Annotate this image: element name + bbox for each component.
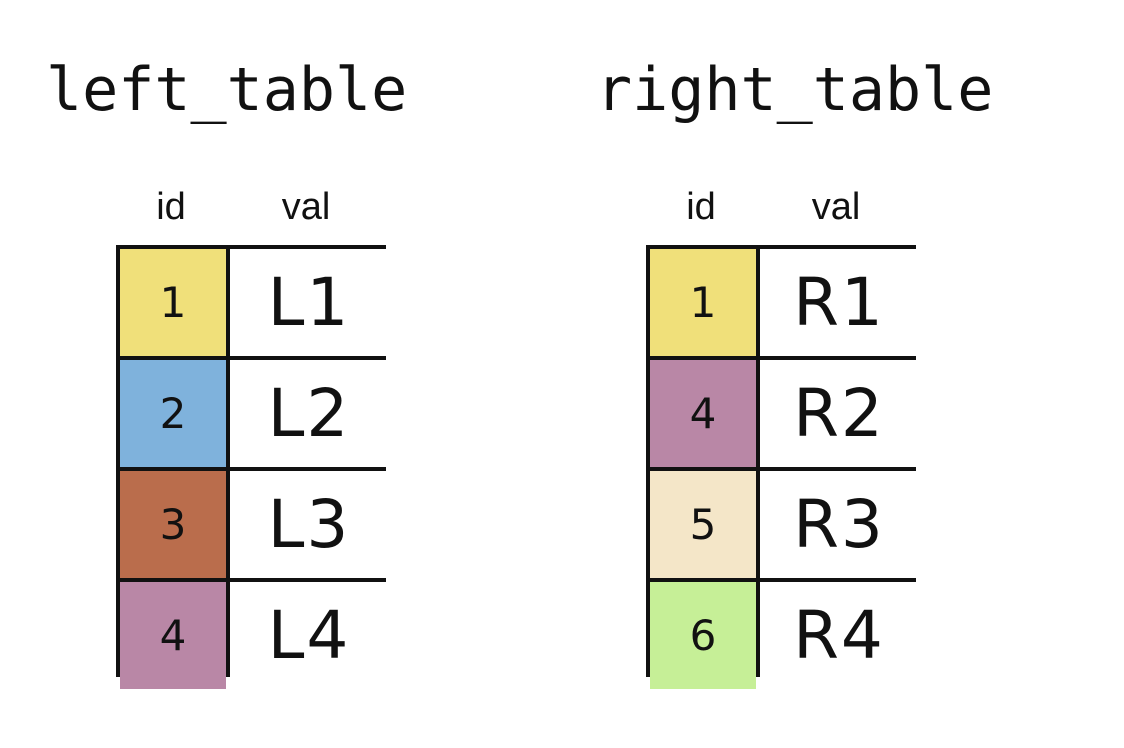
right-table-id-header: id bbox=[686, 186, 716, 228]
right-table-row-2-val: R2 bbox=[760, 360, 918, 467]
right-table-row-4-val: R4 bbox=[760, 582, 918, 689]
left-table-row-3-id: 3 bbox=[120, 471, 226, 578]
left-table-row-1-id: 1 bbox=[120, 249, 226, 356]
left-table-row-2-val: L2 bbox=[230, 360, 388, 467]
right-table-row-1-val: R1 bbox=[760, 249, 918, 356]
right-table-row-1-id: 1 bbox=[650, 249, 756, 356]
right-table-title: right_table bbox=[596, 55, 994, 125]
left-table-row-4-id: 4 bbox=[120, 582, 226, 689]
right-table-row-3-val: R3 bbox=[760, 471, 918, 578]
left-table-grid: 1 L1 2 L2 3 L3 4 L4 bbox=[116, 245, 388, 689]
left-table-id-header: id bbox=[156, 186, 186, 228]
left-table-row-1-val: L1 bbox=[230, 249, 388, 356]
left-table-val-header: val bbox=[281, 186, 331, 228]
right-table-grid: 1 R1 4 R2 5 R3 6 R4 bbox=[646, 245, 918, 689]
right-table-val-header: val bbox=[811, 186, 861, 228]
left-table-title: left_table bbox=[46, 55, 408, 125]
left-table-row-2-id: 2 bbox=[120, 360, 226, 467]
left-table-row-3-val: L3 bbox=[230, 471, 388, 578]
right-table-row-4-id: 6 bbox=[650, 582, 756, 689]
right-table-row-2-id: 4 bbox=[650, 360, 756, 467]
left-table-row-4-val: L4 bbox=[230, 582, 388, 689]
right-table-row-3-id: 5 bbox=[650, 471, 756, 578]
